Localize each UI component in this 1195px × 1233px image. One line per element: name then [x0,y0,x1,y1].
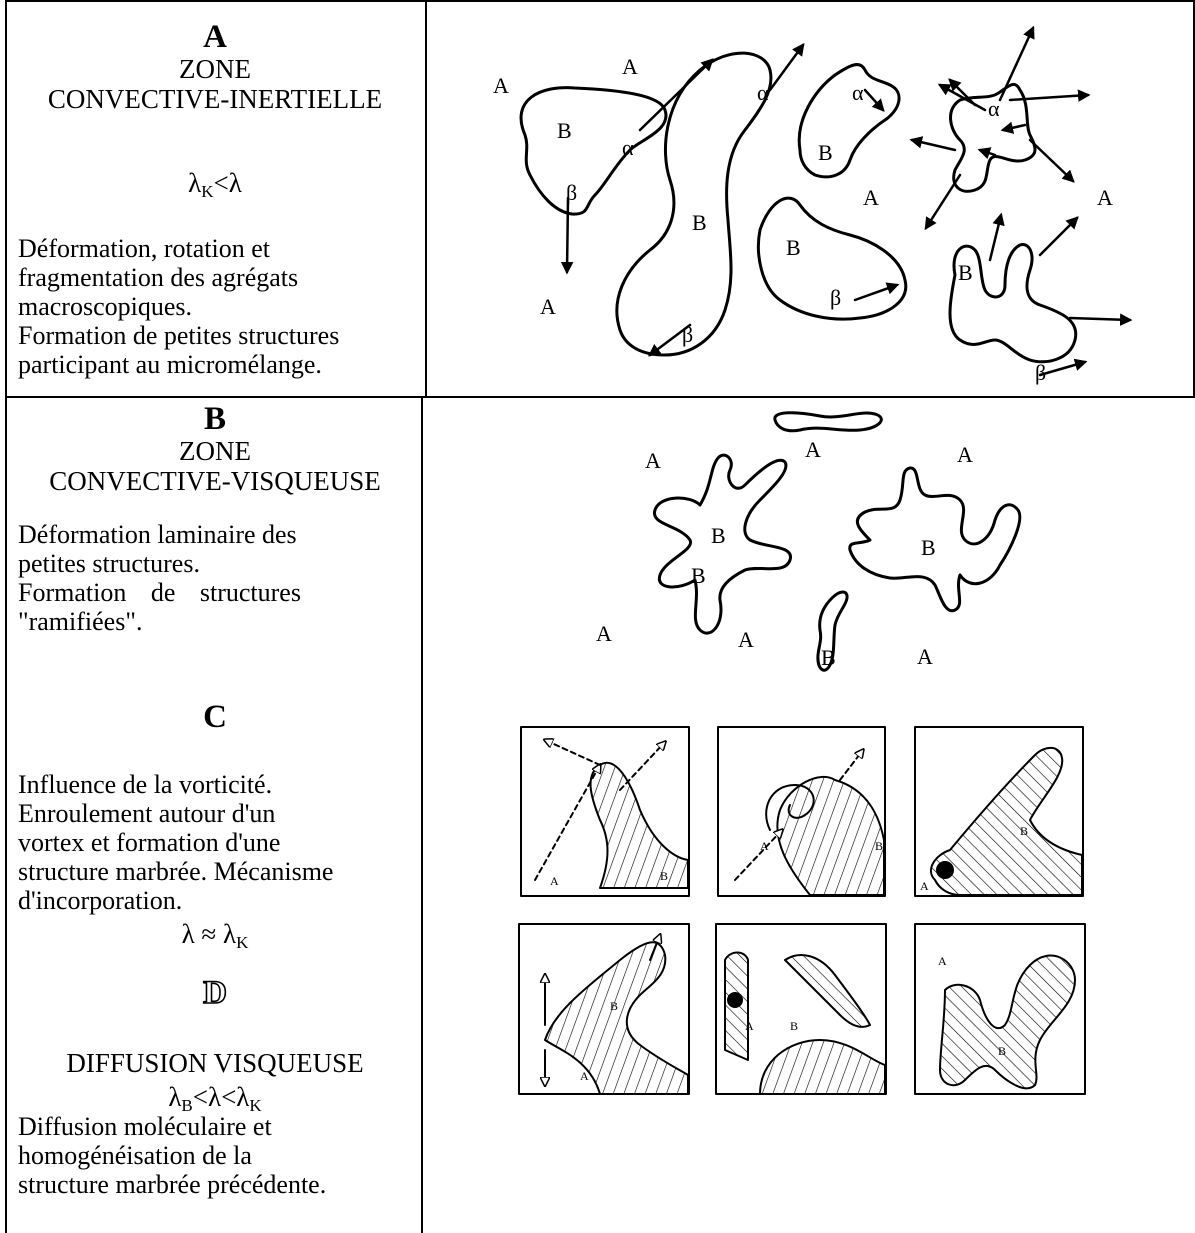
label-a: A [760,839,769,853]
label-b: B [557,118,572,143]
label-beta: β [1035,360,1046,385]
label-b: B [660,869,668,883]
section-a-arrows [567,28,1130,375]
label-a: A [738,627,754,652]
label-b: B [958,260,973,285]
label-a: A [596,621,612,646]
label-a: A [540,294,556,319]
label-beta: β [830,285,841,310]
label-b: B [786,235,801,260]
label-b: B [711,523,726,548]
label-alpha: α [757,80,769,105]
label-alpha: α [988,96,1000,121]
label-a: A [622,54,638,79]
section-c-panels [521,727,1083,896]
label-a: A [1097,185,1113,210]
blob-b3 [799,65,899,177]
label-a: A [645,448,661,473]
label-b: B [610,999,618,1013]
label-b: B [821,645,836,670]
label-b: B [691,563,706,588]
section-a-labels: A A A A A B B B B B α α α α β β β β [493,54,1113,385]
label-beta: β [682,322,693,347]
section-d-panels [519,924,1085,1094]
label-a: A [957,442,973,467]
label-b: B [998,1044,1006,1058]
label-b: B [692,210,707,235]
label-a: A [863,185,879,210]
label-a: A [493,73,509,98]
label-alpha: α [852,80,864,105]
label-b: B [818,140,833,165]
label-a: A [550,874,559,888]
label-a: A [580,1069,589,1083]
label-a: A [805,437,821,462]
label-a: A [745,1019,754,1033]
label-a: A [917,644,933,669]
label-b: B [1020,824,1028,838]
blob-b2 [617,53,771,355]
blob-thin [775,413,882,431]
label-b: B [790,1019,798,1033]
label-a: A [920,879,929,893]
label-alpha: α [622,135,634,160]
label-beta: β [566,180,577,205]
blob-b1 [521,88,666,214]
label-a: A [938,954,947,968]
label-b: B [875,839,883,853]
label-b: B [921,535,936,560]
